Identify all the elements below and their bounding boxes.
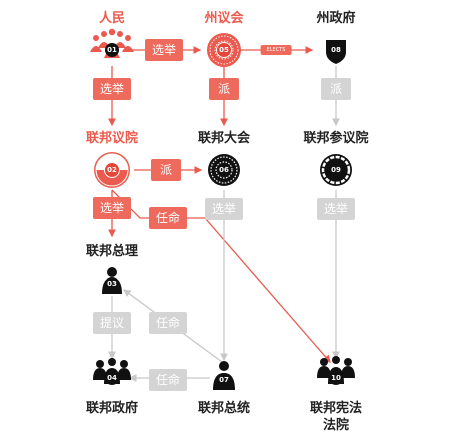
node-title-state-gov: 州政府 (316, 11, 356, 26)
node-title-court-line2: 法院 (322, 418, 350, 433)
node-number-04: 04 (105, 371, 119, 385)
edge-label-president-chancellor: 任命 (149, 312, 187, 334)
node-number-09: 09 (329, 163, 343, 177)
node-number-05: 05 (216, 42, 232, 58)
edge-label-federal-president: 选举 (205, 198, 243, 220)
node-number-07: 07 (217, 373, 231, 387)
edge-label-people-assembly: 选举 (145, 39, 183, 61)
node-title-president: 联邦总统 (197, 401, 251, 416)
node-number-03: 03 (105, 277, 119, 291)
edge-label-senate-federal: 派 (151, 159, 181, 181)
node-number-08: 08 (329, 43, 343, 57)
node-title-state-assembly: 州议会 (204, 11, 244, 26)
node-title-bundesrat: 联邦参议院 (303, 131, 369, 146)
edge-label-stategov-bundesrat: 派 (321, 78, 351, 100)
node-number-02: 02 (104, 162, 120, 178)
edge-label-senate-court: 任命 (149, 207, 187, 229)
edge-label-people-senate: 选举 (93, 78, 131, 100)
node-number-06: 06 (217, 163, 231, 177)
node-number-01: 01 (105, 43, 119, 57)
edge-label-chancellor-gov: 提议 (93, 312, 131, 334)
edge-label-bundesrat-court: 选举 (317, 198, 355, 220)
node-title-senate: 联邦议院 (85, 131, 139, 146)
node-number-10: 10 (329, 371, 343, 385)
edge-label-senate-chancellor: 选举 (93, 197, 131, 219)
edge-label-assembly-federal: 派 (209, 78, 239, 100)
node-title-court-line1: 联邦宪法 (309, 401, 363, 416)
edge-label-assembly-stategov: ELECTS (260, 45, 292, 55)
node-title-gov: 联邦政府 (85, 401, 139, 416)
node-title-chancellor: 联邦总理 (85, 244, 139, 259)
node-title-federal-assembly: 联邦大会 (197, 131, 251, 146)
edge-label-president-gov: 任命 (149, 369, 187, 391)
node-title-people: 人民 (98, 11, 126, 26)
